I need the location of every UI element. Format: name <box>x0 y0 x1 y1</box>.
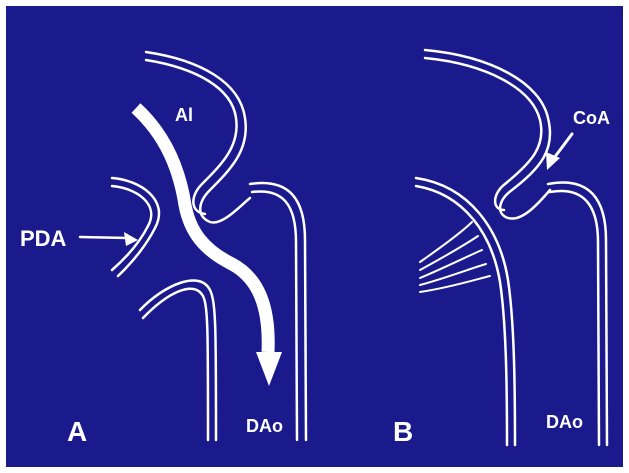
label-pda: PDA <box>20 226 67 251</box>
label-coa: CoA <box>573 108 610 128</box>
panel-letter-b: B <box>393 416 413 447</box>
label-al: Al <box>175 105 193 125</box>
label-dao-b: DAo <box>546 412 583 432</box>
label-dao-a: DAo <box>246 416 283 436</box>
panel-letter-a: A <box>67 416 87 447</box>
pda-pointer-line <box>80 237 128 238</box>
